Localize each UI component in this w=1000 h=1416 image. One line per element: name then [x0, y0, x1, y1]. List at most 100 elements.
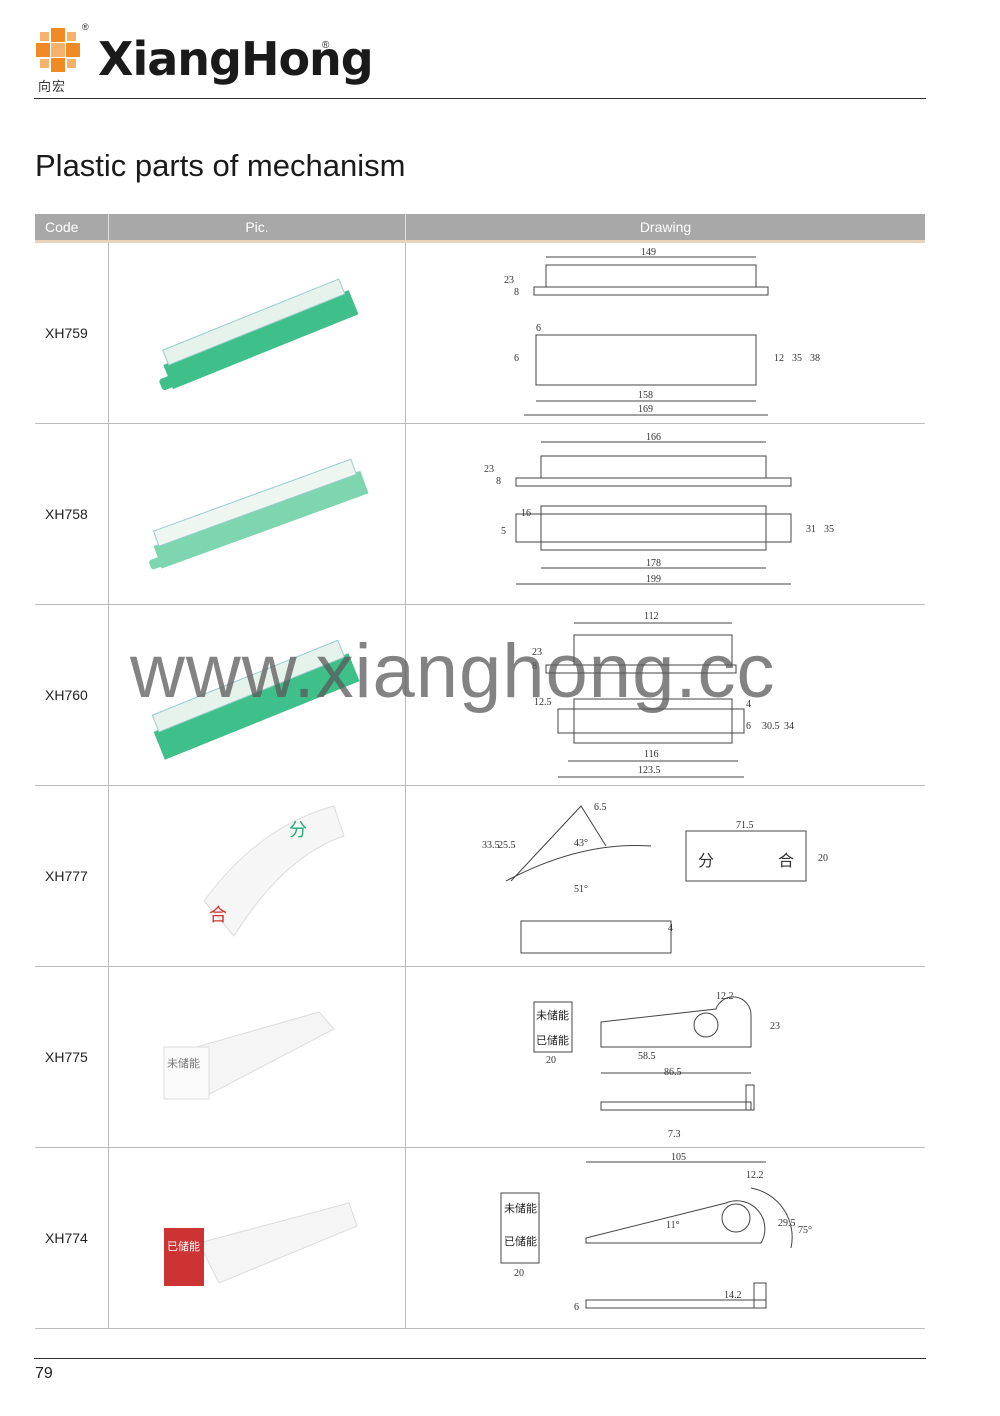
dim-label: 58.5 — [638, 1051, 656, 1062]
part-photo — [109, 605, 406, 785]
page-header: ® 向宏 XiangHong ® — [34, 18, 926, 99]
dim-label: 35 — [792, 353, 802, 364]
part-drawing: 149 23 8 6 6 12 35 38 158 169 — [406, 243, 925, 423]
charged-label: 已储能 — [167, 1239, 200, 1253]
terminal-block-image — [159, 278, 359, 391]
footer-rule — [34, 1358, 926, 1359]
table-row: XH774 已储能 未储能 已储能 1 — [35, 1148, 925, 1329]
technical-drawing: 166 23 8 16 5 31 35 178 199 — [484, 432, 834, 585]
logo-wordmark: XiangHong — [98, 32, 374, 86]
dim-label: 8 — [514, 287, 519, 298]
dim-label: 5 — [501, 526, 506, 537]
uncharged-label: 未储能 — [167, 1056, 200, 1070]
technical-drawing: 未储能 已储能 12.2 23 58.5 86.5 20 7.3 — [533, 991, 780, 1140]
dim-label: 31 — [806, 524, 816, 535]
part-code: XH760 — [35, 605, 109, 785]
part-code: XH775 — [35, 967, 109, 1147]
charged-label: 已储能 — [504, 1234, 537, 1248]
dim-label: 30.5 — [762, 721, 780, 732]
page-title: Plastic parts of mechanism — [35, 148, 406, 183]
dim-label: 6 — [574, 1302, 579, 1313]
dim-label: 25.5 — [498, 840, 516, 851]
part-photo — [109, 243, 406, 423]
open-label: 分 — [698, 851, 714, 870]
part-code: XH774 — [35, 1148, 109, 1328]
dim-label: 169 — [638, 404, 653, 415]
dim-label: 149 — [641, 247, 656, 258]
dim-label: 12 — [774, 353, 784, 364]
part-photo: 已储能 — [109, 1148, 406, 1328]
dim-label: 20 — [546, 1055, 556, 1066]
dim-label: 12.2 — [746, 1170, 764, 1181]
page-number: 79 — [35, 1365, 53, 1382]
part-photo: 分 合 — [109, 786, 406, 966]
indicator-lever-image: 未储能 — [163, 1011, 335, 1100]
close-label: 合 — [778, 851, 794, 870]
part-drawing: 未储能 已储能 12.2 23 58.5 86.5 20 7.3 — [406, 967, 925, 1147]
table-row: XH758 166 — [35, 424, 925, 605]
indicator-plate-image: 分 合 — [203, 805, 345, 937]
dim-label: 4 — [668, 923, 673, 934]
dim-label: 112 — [644, 611, 659, 622]
dim-label: 8 — [532, 661, 537, 672]
terminal-block-image — [151, 639, 360, 760]
dim-label: 6 — [536, 323, 541, 334]
dim-label: 71.5 — [736, 820, 754, 831]
dim-label: 12.5 — [534, 697, 552, 708]
technical-drawing: 112 23 8 12.5 4 6 30.5 34 116 123.5 — [532, 611, 794, 778]
dim-label: 123.5 — [638, 765, 661, 776]
part-drawing: 未储能 已储能 105 12.2 11° 29.5 75° 20 14.2 6 — [406, 1148, 925, 1328]
part-code: XH777 — [35, 786, 109, 966]
part-drawing: 112 23 8 12.5 4 6 30.5 34 116 123.5 — [406, 605, 925, 785]
dim-label: 20 — [818, 853, 828, 864]
uncharged-label: 未储能 — [504, 1201, 537, 1215]
header-code: Code — [35, 214, 109, 240]
dim-label: 7.3 — [668, 1129, 681, 1140]
dim-label: 23 — [484, 464, 494, 475]
watermark: www.xianghong.cc — [130, 629, 776, 714]
dim-label: 35 — [824, 524, 834, 535]
dim-label: 12.2 — [716, 991, 734, 1002]
dim-label: 14.2 — [724, 1290, 742, 1301]
dim-label: 158 — [638, 390, 653, 401]
technical-drawing: 6.5 33.5 25.5 43° 51° 71.5 20 4 分 合 — [482, 802, 828, 954]
open-label: 分 — [289, 820, 307, 841]
part-code: XH759 — [35, 243, 109, 423]
dim-label: 6 — [746, 721, 751, 732]
table-row: XH775 未储能 未储能 已储能 12.2 — [35, 967, 925, 1148]
dim-label: 43° — [574, 838, 588, 849]
dim-label: 23 — [504, 275, 514, 286]
indicator-lever-image: 已储能 — [164, 1202, 358, 1286]
dim-label: 16 — [521, 508, 531, 519]
dim-label: 51° — [574, 884, 588, 895]
technical-drawing: 149 23 8 6 6 12 35 38 158 169 — [504, 247, 820, 416]
dim-label: 86.5 — [664, 1067, 682, 1078]
dim-label: 23 — [770, 1021, 780, 1032]
dim-label: 29.5 — [778, 1218, 796, 1229]
dim-label: 105 — [671, 1152, 686, 1163]
close-label: 合 — [209, 905, 227, 926]
logo-icon — [36, 28, 80, 72]
dim-label: 33.5 — [482, 840, 500, 851]
charged-label: 已储能 — [536, 1033, 569, 1047]
dim-label: 20 — [514, 1268, 524, 1279]
dim-label: 38 — [810, 353, 820, 364]
uncharged-label: 未储能 — [536, 1008, 569, 1022]
part-code: XH758 — [35, 424, 109, 604]
dim-label: 75° — [798, 1225, 812, 1236]
header-pic: Pic. — [109, 214, 406, 240]
table-header: Code Pic. Drawing — [35, 214, 925, 243]
logo-chinese-name: 向宏 — [38, 80, 67, 95]
table-row: XH759 149 23 — [35, 243, 925, 424]
part-photo — [109, 424, 406, 604]
dim-label: 6.5 — [594, 802, 607, 813]
dim-label: 4 — [746, 699, 751, 710]
table-row: XH777 分 合 6.5 33.5 25.5 43° 51° — [35, 786, 925, 967]
dim-label: 178 — [646, 558, 661, 569]
dim-label: 116 — [644, 749, 659, 760]
part-drawing: 166 23 8 16 5 31 35 178 199 — [406, 424, 925, 604]
logo-registered-mark: ® — [82, 22, 89, 32]
table-row: XH760 112 23 — [35, 605, 925, 786]
dim-label: 8 — [496, 476, 501, 487]
dim-label: 6 — [514, 353, 519, 364]
